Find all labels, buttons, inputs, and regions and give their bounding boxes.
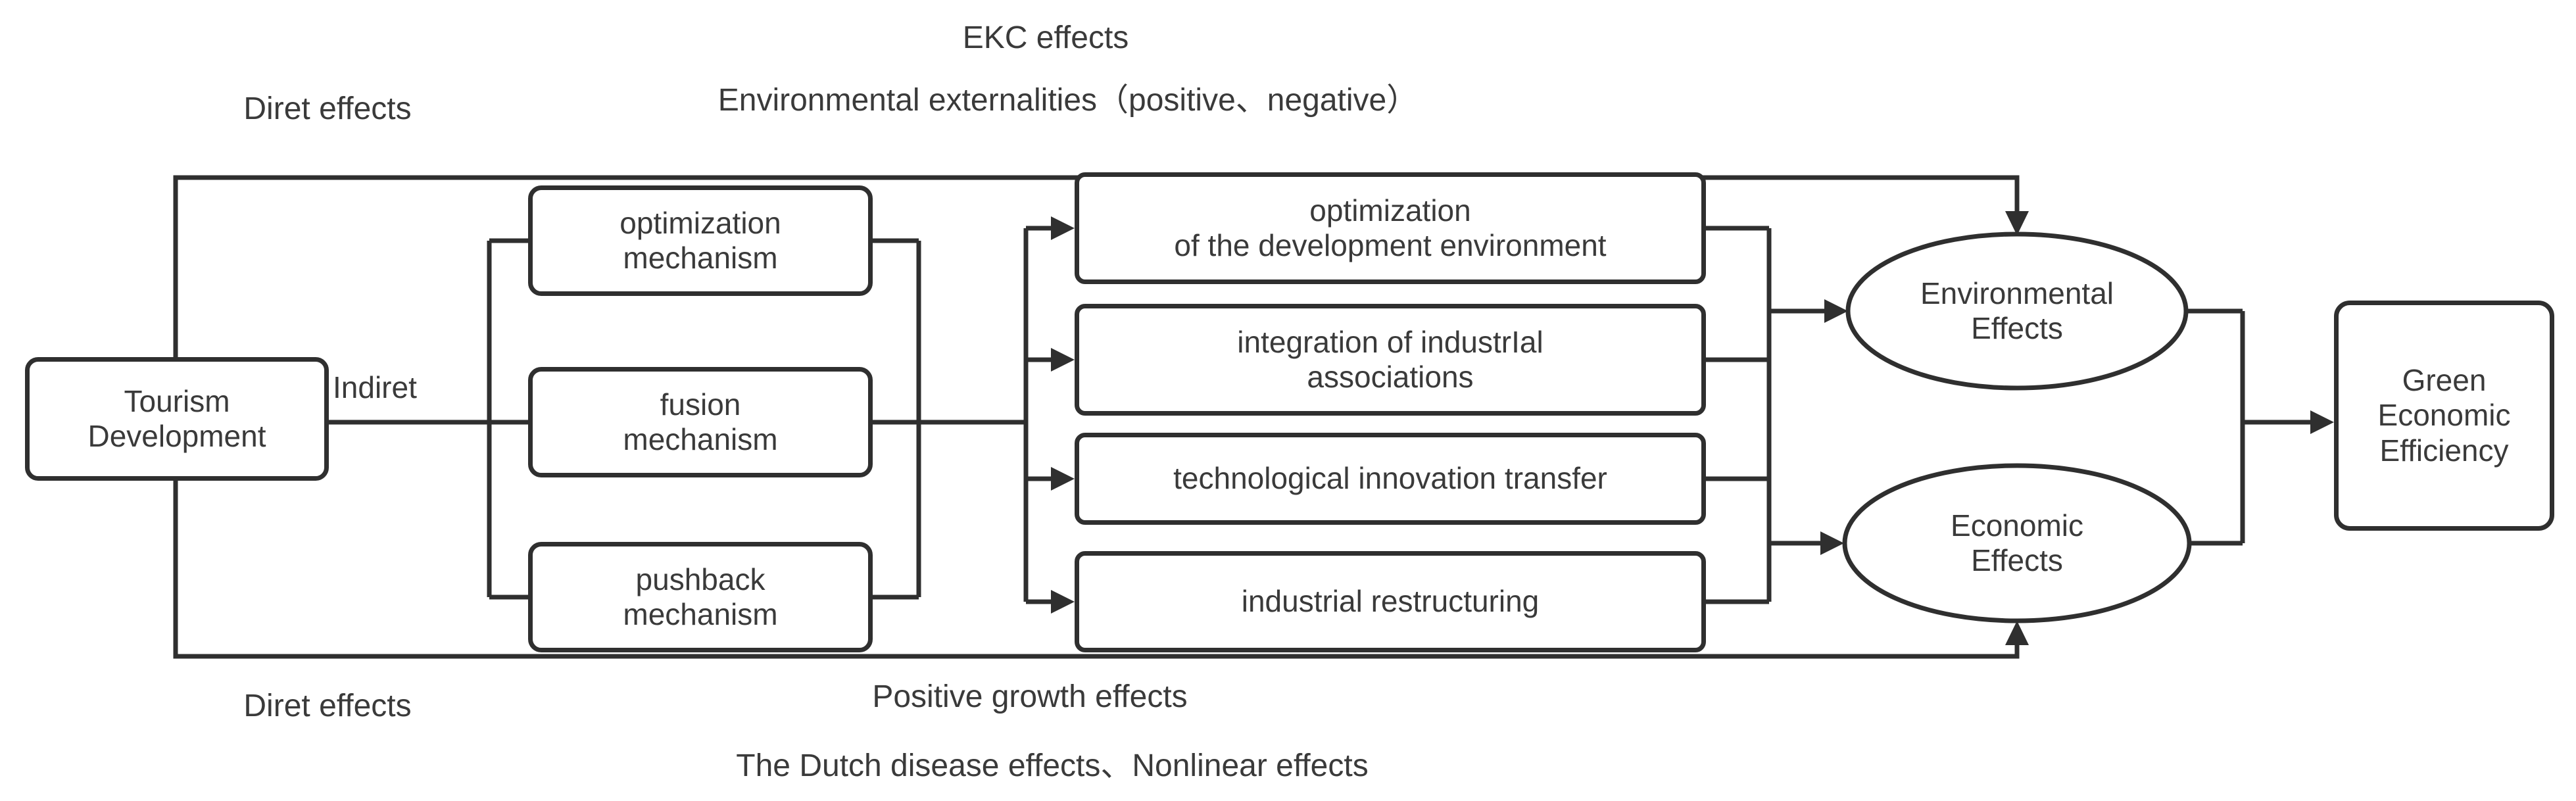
environmental-externalities-label: Environmental externalities（positive、neg…: [717, 83, 1419, 118]
optimization-mechanism-node: optimization mechanism: [528, 185, 873, 296]
arrowhead-industrial-restructuring: [1051, 590, 1075, 614]
dutch-disease-effects-label: The Dutch disease effects、Nonlinear effe…: [736, 748, 1369, 783]
node-text-line: Economic: [2377, 398, 2511, 433]
node-text-line: Environmental: [1920, 276, 2114, 310]
node-text-line: industrial restructuring: [1241, 584, 1540, 619]
indirect-label: Indiret: [333, 370, 417, 404]
node-text-line: optimization: [1309, 193, 1471, 228]
mechanism-right-bracket: [873, 238, 1026, 600]
technological-innovation-node: technological innovation transfer: [1075, 433, 1706, 525]
tourism-development-node: Tourism Development: [25, 357, 329, 481]
node-text-line: Tourism: [124, 383, 230, 418]
node-text-line: associations: [1307, 360, 1474, 394]
bottom-direct-effects-rail: [173, 481, 2020, 659]
fusion-mechanism-node: fusion mechanism: [528, 367, 873, 477]
arrowhead-environmental: [1824, 299, 1848, 323]
node-text-line: pushback: [635, 562, 766, 596]
node-text-line: integration of industrIal: [1237, 324, 1543, 359]
green-economic-efficiency-node: Green Economic Efficiency: [2334, 301, 2554, 531]
node-text-line: Effects: [1971, 311, 2063, 345]
arrowhead-up-economic: [2005, 621, 2029, 645]
effects-merge-bracket: [2186, 308, 2310, 546]
mechanism-left-bracket: [487, 238, 528, 600]
node-text-line: fusion: [660, 387, 741, 422]
positive-growth-effects-label: Positive growth effects: [872, 679, 1188, 714]
node-text-line: Efficiency: [2379, 433, 2509, 468]
node-text-line: Green: [2402, 362, 2487, 397]
node-text-line: Effects: [1971, 543, 2063, 577]
industrial-restructuring-node: industrial restructuring: [1075, 551, 1706, 652]
arrowhead-down-environmental: [2005, 211, 2029, 235]
node-text-line: technological innovation transfer: [1173, 461, 1607, 496]
arrowhead-economic: [1820, 531, 1844, 555]
node-text-line: of the development environment: [1174, 228, 1607, 262]
arrowhead-technological-innovation: [1051, 467, 1075, 491]
channel-arrow-bracket: [1023, 226, 1052, 604]
node-text-line: Development: [87, 419, 266, 453]
environmental-effects-label: Environmental Effects: [1861, 247, 2173, 375]
dev-environment-optimization-node: optimization of the development environm…: [1075, 172, 1706, 284]
arrowhead-industrial-associations: [1051, 348, 1075, 372]
direct-effects-top-label: Diret effects: [243, 91, 412, 126]
node-text-line: optimization: [620, 205, 781, 240]
node-text-line: mechanism: [623, 241, 778, 275]
node-text-line: mechanism: [623, 422, 778, 456]
channel-output-bracket: [1706, 226, 1772, 604]
direct-effects-bottom-label: Diret effects: [243, 689, 412, 723]
industrial-associations-node: integration of industrIal associations: [1075, 304, 1706, 416]
node-text-line: mechanism: [623, 597, 778, 631]
ekc-effects-label: EKC effects: [962, 20, 1129, 55]
arrowhead-dev-environment: [1051, 216, 1075, 240]
arrowhead-green-efficiency: [2310, 410, 2334, 434]
node-text-line: Economic: [1951, 508, 2083, 543]
economic-effects-label: Economic Effects: [1861, 479, 2173, 607]
pushback-mechanism-node: pushback mechanism: [528, 542, 873, 652]
